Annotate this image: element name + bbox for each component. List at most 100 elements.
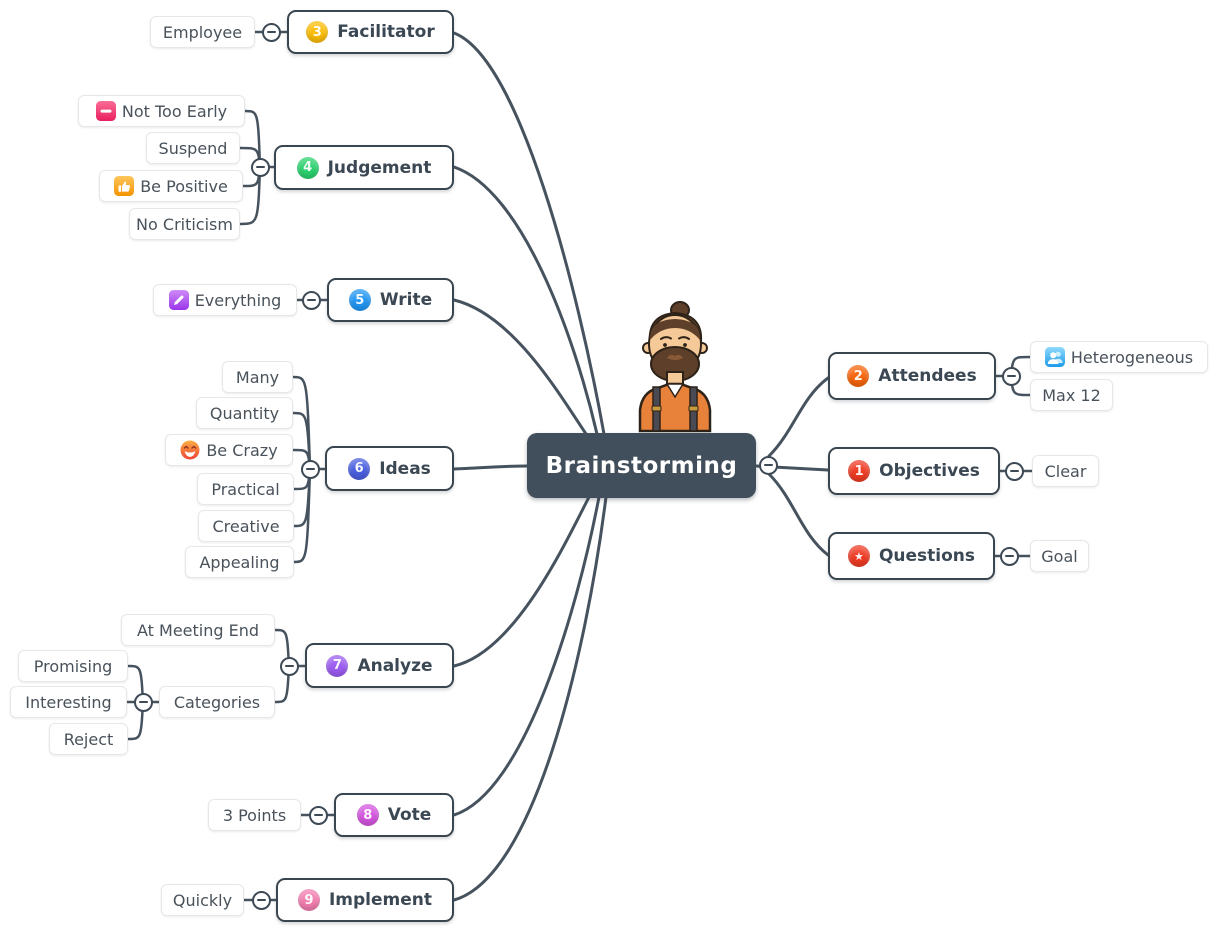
branch-implement[interactable]: 9 Implement	[276, 878, 454, 922]
branch-judgement-label: Judgement	[327, 157, 432, 178]
child-many[interactable]: Many	[222, 361, 293, 393]
line-central-questions	[767, 472, 830, 557]
minus-icon	[763, 463, 773, 467]
badge-1: 1	[848, 460, 871, 482]
minus-icon	[255, 165, 265, 169]
line-central-attendees	[767, 376, 830, 458]
child-label: At Meeting End	[136, 620, 260, 640]
badge-2: 2	[847, 365, 870, 387]
branch-objectives[interactable]: 1 Objectives	[828, 447, 1000, 495]
minus-icon	[1009, 469, 1019, 473]
branch-ideas[interactable]: 6 Ideas	[325, 446, 454, 491]
line-central-ideas	[452, 464, 529, 471]
child-reject[interactable]: Reject	[49, 723, 128, 755]
branch-write[interactable]: 5 Write	[327, 278, 454, 322]
toggle-write[interactable]	[301, 290, 321, 310]
child-be-positive[interactable]: Be Positive	[99, 170, 243, 202]
toggle-categories[interactable]	[133, 692, 153, 712]
badge-6: 6	[348, 457, 371, 480]
child-label: Be Crazy	[206, 440, 278, 460]
hook-no-criticism	[238, 165, 262, 226]
branch-objectives-label: Objectives	[879, 461, 980, 481]
branch-vote[interactable]: 8 Vote	[334, 793, 454, 837]
child-be-crazy[interactable]: Be Crazy	[165, 434, 293, 466]
line-central-facilitator	[452, 31, 606, 436]
hook-not-too-early	[243, 109, 262, 169]
child-three-points[interactable]: 3 Points	[208, 799, 301, 831]
badge-8: 8	[356, 804, 379, 826]
laughing-emoji-icon	[180, 440, 200, 460]
child-suspend[interactable]: Suspend	[146, 132, 240, 164]
minus-icon	[305, 467, 315, 471]
child-label: Categories	[173, 692, 261, 712]
child-quantity[interactable]: Quantity	[196, 397, 293, 429]
minus-icon	[1004, 554, 1014, 558]
child-clear[interactable]: Clear	[1032, 455, 1099, 487]
line-central-analyze	[452, 495, 591, 668]
minus-icon	[256, 898, 266, 902]
hook-quantity	[291, 411, 312, 471]
badge-3: 3	[306, 21, 329, 43]
child-label: Interesting	[25, 692, 112, 712]
minus-icon	[1006, 374, 1016, 378]
child-label: Practical	[211, 479, 280, 499]
child-appealing[interactable]: Appealing	[185, 546, 294, 578]
child-label: Suspend	[158, 138, 228, 158]
toggle-ideas[interactable]	[300, 459, 320, 479]
branch-attendees[interactable]: 2 Attendees	[828, 352, 996, 400]
child-label: Not Too Early	[121, 101, 228, 121]
avatar-illustration	[620, 300, 730, 433]
branch-questions[interactable]: ★ Questions	[828, 532, 995, 580]
line-central-write	[452, 298, 588, 436]
toggle-implement[interactable]	[251, 890, 271, 910]
child-quickly[interactable]: Quickly	[161, 884, 244, 916]
badge-9: 9	[297, 889, 320, 911]
child-max12[interactable]: Max 12	[1030, 379, 1113, 411]
child-label: Clear	[1044, 461, 1087, 481]
child-creative[interactable]: Creative	[198, 510, 294, 542]
line-central-vote	[452, 495, 601, 817]
toggle-vote[interactable]	[308, 805, 328, 825]
central-topic-label: Brainstorming	[545, 452, 738, 479]
child-no-criticism[interactable]: No Criticism	[129, 208, 240, 240]
toggle-questions[interactable]	[999, 546, 1019, 566]
line-central-implement	[452, 495, 608, 902]
toggle-attendees[interactable]	[1001, 366, 1021, 386]
child-everything[interactable]: Everything	[153, 284, 297, 316]
minus-icon	[313, 813, 323, 817]
child-label: Max 12	[1042, 385, 1101, 405]
child-label: Appealing	[199, 552, 280, 572]
child-label: Creative	[212, 516, 280, 536]
child-label: Be Positive	[140, 176, 228, 196]
child-at-meeting-end[interactable]: At Meeting End	[121, 614, 275, 646]
toggle-objectives[interactable]	[1004, 461, 1024, 481]
branch-facilitator[interactable]: 3 Facilitator	[287, 10, 454, 54]
people-icon	[1044, 347, 1065, 367]
branch-ideas-label: Ideas	[379, 458, 431, 479]
toggle-judgement[interactable]	[250, 157, 270, 177]
branch-analyze[interactable]: 7 Analyze	[305, 643, 454, 688]
child-interesting[interactable]: Interesting	[10, 686, 127, 718]
toggle-analyze[interactable]	[279, 656, 299, 676]
child-promising[interactable]: Promising	[18, 650, 128, 682]
child-not-too-early[interactable]: Not Too Early	[78, 95, 245, 127]
child-label: Quickly	[172, 890, 233, 910]
child-label: Heterogeneous	[1070, 347, 1194, 367]
child-heterogeneous[interactable]: Heterogeneous	[1030, 341, 1208, 373]
central-topic[interactable]: Brainstorming	[527, 433, 756, 498]
branch-implement-label: Implement	[328, 890, 433, 910]
child-employee[interactable]: Employee	[150, 16, 255, 48]
child-categories[interactable]: Categories	[159, 686, 275, 718]
child-practical[interactable]: Practical	[197, 473, 294, 505]
child-label: Many	[235, 367, 280, 387]
toggle-facilitator[interactable]	[261, 22, 281, 42]
child-goal[interactable]: Goal	[1030, 540, 1089, 572]
badge-7: 7	[326, 654, 349, 677]
toggle-central-right[interactable]	[758, 455, 778, 475]
minus-icon	[306, 298, 316, 302]
badge-5: 5	[348, 289, 371, 311]
branch-judgement[interactable]: 4 Judgement	[274, 145, 454, 190]
child-label: Reject	[63, 729, 114, 749]
